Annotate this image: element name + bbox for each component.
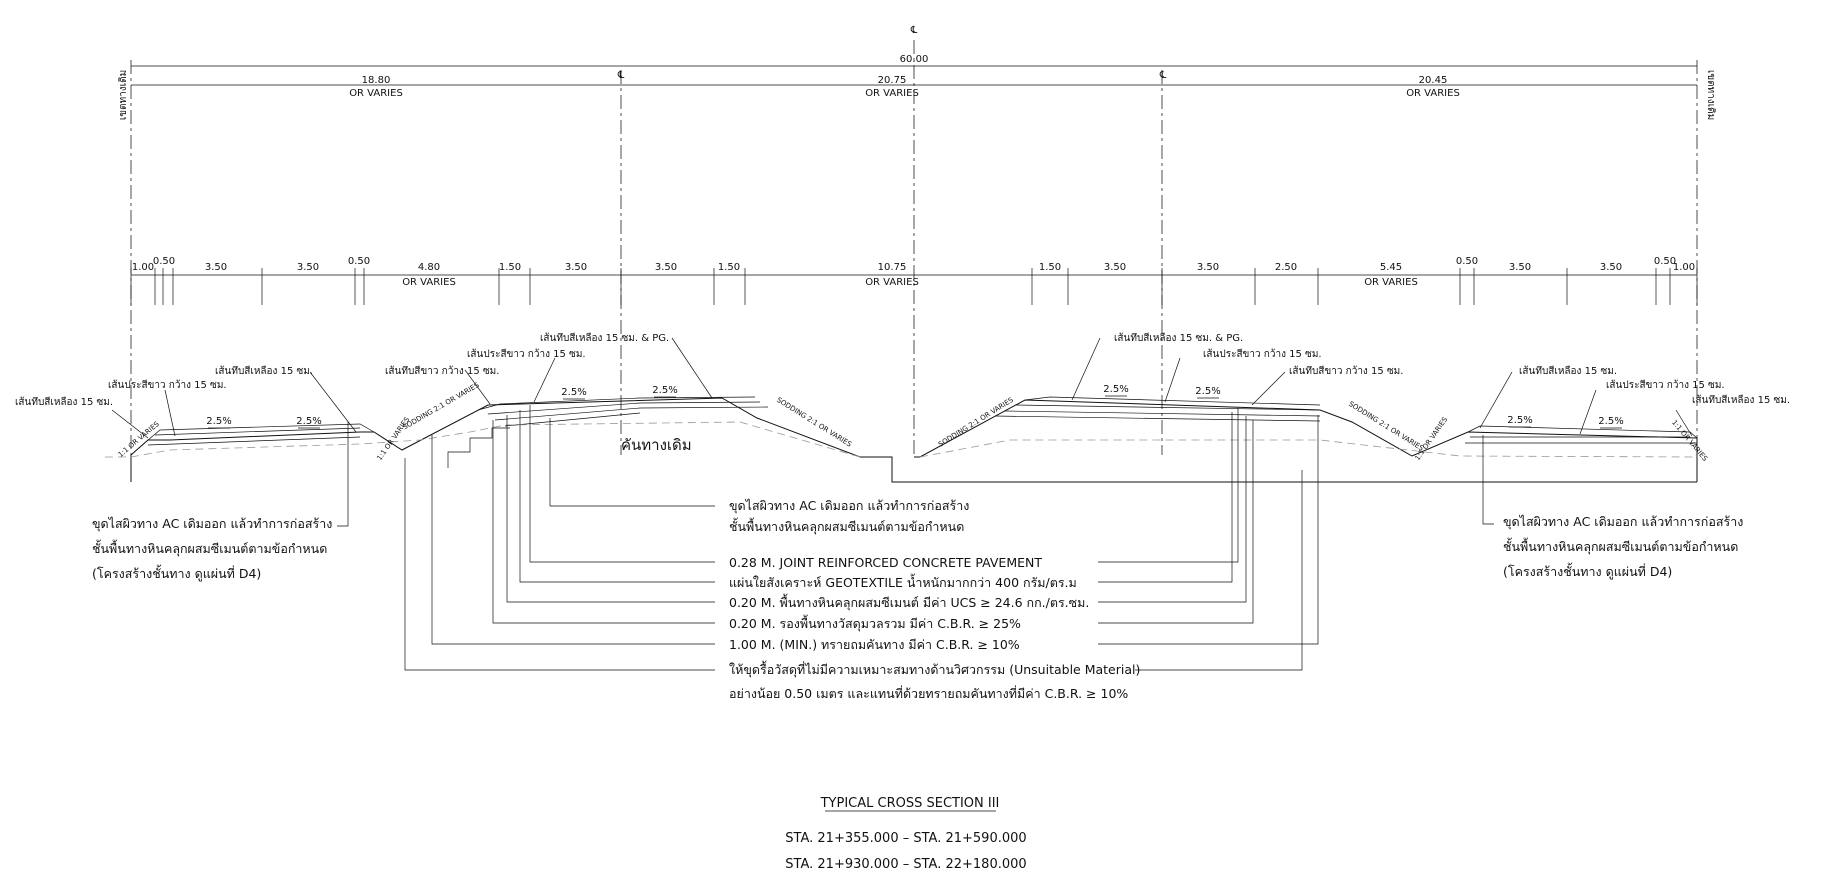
layer-label: แผ่นใยสังเคราะห์ GEOTEXTILE น้ำหนักมากกว… xyxy=(729,573,1077,590)
side-slope-label: 1:1 OR VARIES xyxy=(117,420,162,459)
marking-label: เส้นทึบสีเหลือง 15 ซม. & PG. xyxy=(540,332,669,344)
station-range: STA. 21+355.000 – STA. 21+590.000 xyxy=(785,831,1026,846)
slope-label: 2.5% xyxy=(206,416,231,427)
lane-dim-label: 0.50 xyxy=(153,256,175,267)
left-note-line: ชั้นพื้นทางหินคลุกผสมซีเมนต์ตามข้อกำหนด xyxy=(92,539,327,557)
lane-dim-label: 1.50 xyxy=(1039,262,1061,273)
side-slope-label: 1:1 OR VARIES xyxy=(375,415,411,462)
side-slope-label: SODDING 2:1 OR VARIES xyxy=(401,381,481,432)
marking-label: เส้นทึบสีเหลือง 15 ซม. xyxy=(215,365,313,377)
station-range: STA. 21+930.000 – STA. 22+180.000 xyxy=(785,857,1026,872)
lane-dim-label: 4.80 xyxy=(418,262,440,273)
lane-dim-label: 1.50 xyxy=(499,262,521,273)
slope-label: 2.5% xyxy=(296,416,321,427)
left-row-label: เขตทางเดิม xyxy=(118,70,129,120)
center-note: ขุดไสผิวทาง AC เดิมออก แล้วทำการก่อสร้าง… xyxy=(549,418,969,535)
existing-embankment-label: คันทางเดิม xyxy=(621,436,692,454)
left-centerline-symbol: ℄ xyxy=(617,70,625,81)
center-note-line: ชั้นพื้นทางหินคลุกผสมซีเมนต์ตามข้อกำหนด xyxy=(729,517,964,535)
marking-label: เส้นทึบสีเหลือง 15 ซม. xyxy=(1692,394,1790,406)
layer-callouts: 0.28 M. JOINT REINFORCED CONCRETE PAVEME… xyxy=(404,405,1319,701)
marking-label: เส้นทึบสีเหลือง 15 ซม. xyxy=(1519,365,1617,377)
lane-dim-label: 3.50 xyxy=(297,262,319,273)
lane-dim-label: 3.50 xyxy=(565,262,587,273)
lane-dim-ticks xyxy=(130,268,1698,305)
marking-label: เส้นทึบสีขาว กว้าง 15 ซม. xyxy=(1289,365,1403,377)
layer-label: ให้ขุดรื้อวัสดุที่ไม่มีความเหมาะสมทางด้า… xyxy=(729,660,1140,678)
slope-label: 2.5% xyxy=(1598,416,1623,427)
lane-dim-label: 1.00 xyxy=(132,262,154,273)
side-slope-label: SODDING 2:1 OR VARIES xyxy=(775,396,853,449)
lane-dim-label: 3.50 xyxy=(1509,262,1531,273)
lane-dim-label: 5.45 xyxy=(1380,262,1402,273)
segment-note-1: OR VARIES xyxy=(349,88,403,99)
right-centerline-symbol: ℄ xyxy=(1159,70,1167,81)
side-slope-label: 1:1 OR VARIES xyxy=(1413,415,1449,462)
layer-label: 1.00 M. (MIN.) ทรายถมคันทาง มีค่า C.B.R.… xyxy=(729,637,1020,652)
lane-dim-label: 0.50 xyxy=(1654,256,1676,267)
marking-label: เส้นทึบสีขาว กว้าง 15 ซม. xyxy=(385,365,499,377)
segment-width-1: 18.80 xyxy=(362,75,391,86)
slope-labels: 2.5% 2.5% 2.5% 2.5% 2.5% 2.5% 2.5% 2.5% xyxy=(206,384,1624,429)
segment-note-3: OR VARIES xyxy=(1406,88,1460,99)
lane-note-3: OR VARIES xyxy=(1364,277,1418,288)
lane-note-1: OR VARIES xyxy=(402,277,456,288)
marking-label: เส้นประสีขาว กว้าง 15 ซม. xyxy=(1203,348,1322,360)
left-note-line: ขุดไสผิวทาง AC เดิมออก แล้วทำการก่อสร้าง xyxy=(92,516,332,532)
slope-label: 2.5% xyxy=(1507,415,1532,426)
road-profile xyxy=(105,396,1698,483)
lane-dim-label: 3.50 xyxy=(1104,262,1126,273)
left-note: ขุดไสผิวทาง AC เดิมออก แล้วทำการก่อสร้าง… xyxy=(92,422,349,582)
lane-dim-label: 2.50 xyxy=(1275,262,1297,273)
slope-label: 2.5% xyxy=(1195,386,1220,397)
slope-label: 2.5% xyxy=(652,385,677,396)
segment-width-2: 20.75 xyxy=(878,75,907,86)
marking-label: เส้นประสีขาว กว้าง 15 ซม. xyxy=(467,348,586,360)
lane-dim-label: 1.00 xyxy=(1673,262,1695,273)
overall-width: 60.00 xyxy=(900,54,929,65)
left-note-line: (โครงสร้างชั้นทาง ดูแผ่นที่ D4) xyxy=(92,564,261,582)
slope-label: 2.5% xyxy=(561,387,586,398)
lane-dim-label: 3.50 xyxy=(655,262,677,273)
segment-note-2: OR VARIES xyxy=(865,88,919,99)
marking-label: เส้นทึบสีเหลือง 15 ซม. & PG. xyxy=(1114,332,1243,344)
right-note-line: ชั้นพื้นทางหินคลุกผสมซีเมนต์ตามข้อกำหนด xyxy=(1503,537,1738,555)
lane-dim-label: 3.50 xyxy=(205,262,227,273)
side-slope-label: SODDING 2:1 OR VARIES xyxy=(937,396,1015,449)
centerline-symbol: ℄ xyxy=(910,25,918,36)
lane-dim-label: 1.50 xyxy=(718,262,740,273)
slope-label: 2.5% xyxy=(1103,384,1128,395)
right-row-label: เขตทางเดิม xyxy=(1705,70,1716,120)
lane-dim-label: 3.50 xyxy=(1197,262,1219,273)
marking-labels: เส้นทึบสีเหลือง 15 ซม. เส้นประสีขาว กว้า… xyxy=(15,332,1790,439)
lane-dim-label: 3.50 xyxy=(1600,262,1622,273)
side-slope-labels: 1:1 OR VARIES SODDING 2:1 OR VARIES 1:1 … xyxy=(117,381,1710,463)
layer-label: อย่างน้อย 0.50 เมตร และแทนที่ด้วยทรายถมค… xyxy=(729,685,1128,701)
layer-label: 0.28 M. JOINT REINFORCED CONCRETE PAVEME… xyxy=(729,555,1042,570)
lane-dim-label: 0.50 xyxy=(1456,256,1478,267)
lane-note-2: OR VARIES xyxy=(865,277,919,288)
marking-label: เส้นทึบสีเหลือง 15 ซม. xyxy=(15,396,113,408)
right-note: ขุดไสผิวทาง AC เดิมออก แล้วทำการก่อสร้าง… xyxy=(1482,435,1743,580)
marking-label: เส้นประสีขาว กว้าง 15 ซม. xyxy=(1606,379,1725,391)
right-note-line: (โครงสร้างชั้นทาง ดูแผ่นที่ D4) xyxy=(1503,562,1672,580)
layer-label: 0.20 M. รองพื้นทางวัสดุมวลรวม มีค่า C.B.… xyxy=(729,614,1021,632)
lane-dim-label: 0.50 xyxy=(348,256,370,267)
lane-dim-label: 10.75 xyxy=(878,262,907,273)
center-note-line: ขุดไสผิวทาง AC เดิมออก แล้วทำการก่อสร้าง xyxy=(729,498,969,514)
drawing-title: TYPICAL CROSS SECTION III xyxy=(820,796,1000,811)
marking-label: เส้นประสีขาว กว้าง 15 ซม. xyxy=(108,379,227,391)
layer-label: 0.20 M. พื้นทางหินคลุกผสมซีเมนต์ มีค่า U… xyxy=(729,593,1089,611)
right-note-line: ขุดไสผิวทาง AC เดิมออก แล้วทำการก่อสร้าง xyxy=(1503,514,1743,530)
segment-width-3: 20.45 xyxy=(1419,75,1448,86)
